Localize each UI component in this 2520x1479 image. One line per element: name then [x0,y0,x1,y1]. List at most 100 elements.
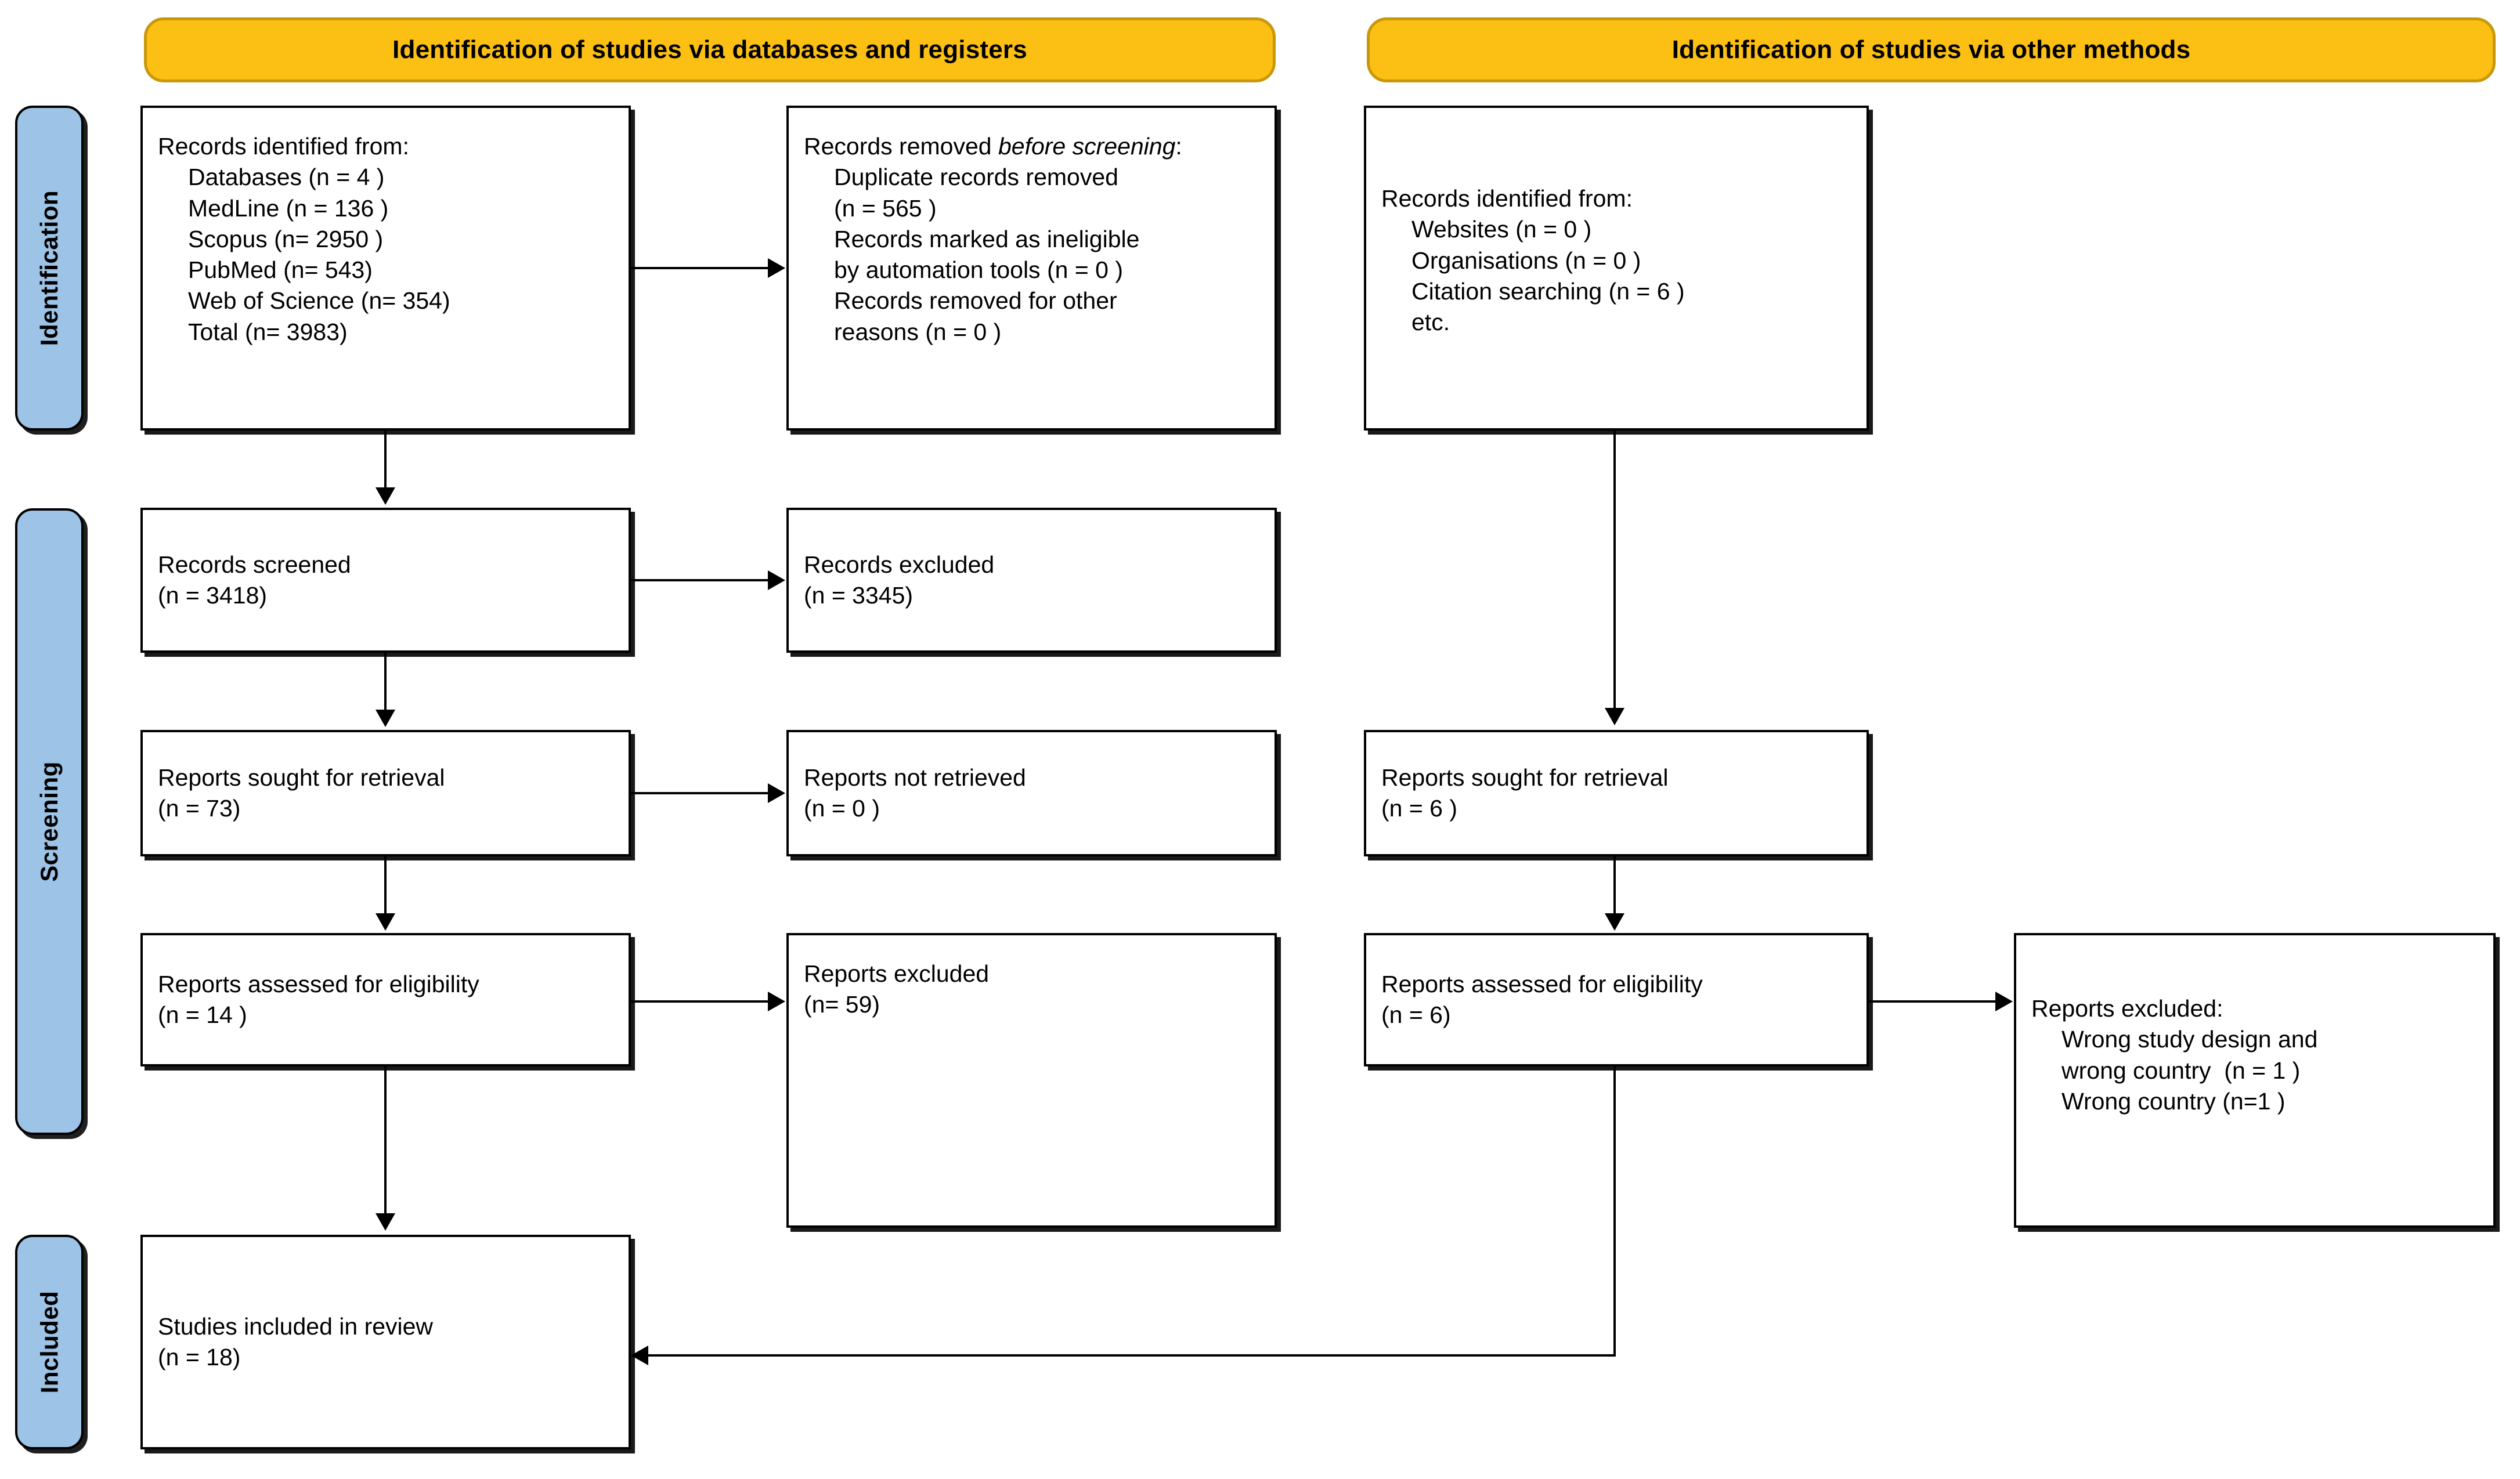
banner-other-methods-label: Identification of studies via other meth… [1671,35,2191,64]
phase-screening-label: Screening [35,761,63,882]
arrowhead-sought-to-notretrieved [768,783,785,803]
box-reports-not-retrieved-db: Reports not retrieved (n = 0 ) [786,730,1277,856]
connector-assessed-to-included [384,1066,387,1214]
reports-excluded-other-line-0: Wrong study design and [2062,1026,2318,1053]
records-removed-title-plain: Records removed [804,133,998,160]
connector-screened-to-sought [384,653,387,711]
arrowhead-other-sought-to-assessed [1605,913,1624,931]
box-reports-assessed-other-text: Reports assessed for eligibility (n = 6) [1381,969,1703,1031]
connector-identified-to-removed [631,267,769,269]
box-records-identified: Records identified from: Databases (n = … [140,106,631,431]
reports-excluded-other-line-1: wrong country (n = 1 ) [2062,1057,2301,1084]
connector-other-sought-to-assessed [1613,856,1616,914]
reports-sought-other-line1: Reports sought for retrieval [1381,764,1669,791]
reports-not-retrieved-db-line2: (n = 0 ) [804,795,880,822]
connector-other-assessed-to-excluded [1869,1000,1996,1003]
box-reports-assessed-other: Reports assessed for eligibility (n = 6) [1364,933,1869,1066]
records-removed-line-4: Records removed for other [834,287,1117,314]
arrowhead-screened-to-excluded [768,570,785,590]
records-identified-other-title: Records identified from: [1381,185,1633,212]
reports-sought-db-line2: (n = 73) [158,795,241,822]
records-removed-line-2: Records marked as ineligible [834,225,1140,252]
arrowhead-other-to-included [631,1346,648,1365]
box-records-identified-other-text: Records identified from: Websites (n = 0… [1381,131,1685,338]
records-removed-title-italic: before screening [998,133,1176,160]
connector-screened-to-excluded [631,579,769,581]
box-reports-assessed-db: Reports assessed for eligibility (n = 14… [140,933,631,1066]
arrowhead-other-assessed-to-excluded [1995,992,2013,1011]
arrowhead-sought-to-assessed [376,913,395,931]
reports-not-retrieved-db-line1: Reports not retrieved [804,764,1026,791]
records-removed-line-1: (n = 565 ) [834,194,937,222]
records-removed-line-3: by automation tools (n = 0 ) [834,256,1123,284]
reports-excluded-other-line-2: Wrong country (n=1 ) [2062,1087,2286,1115]
records-identified-other-line-0: Websites (n = 0 ) [1411,216,1592,243]
reports-excluded-db-line2: (n= 59) [804,991,880,1018]
arrowhead-screened-to-sought [376,710,395,727]
arrowhead-other-identified-to-sought [1605,708,1624,725]
phase-included-label: Included [35,1290,63,1394]
phase-screening: Screening [15,508,84,1135]
box-studies-included: Studies included in review (n = 18) [140,1235,631,1449]
banner-databases-registers: Identification of studies via databases … [144,17,1276,82]
box-studies-included-text: Studies included in review (n = 18) [158,1311,433,1373]
records-screened-line1: Records screened [158,551,351,578]
box-reports-excluded-db-text: Reports excluded (n= 59) [804,959,989,1021]
banner-other-methods: Identification of studies via other meth… [1367,17,2496,82]
box-reports-assessed-db-text: Reports assessed for eligibility (n = 14… [158,969,479,1031]
records-identified-other-line-1: Organisations (n = 0 ) [1411,247,1641,274]
connector-other-to-included [647,1354,1616,1357]
box-reports-sought-other: Reports sought for retrieval (n = 6 ) [1364,730,1869,856]
box-reports-excluded-other: Reports excluded: Wrong study design and… [2014,933,2496,1228]
connector-sought-to-assessed [384,856,387,914]
records-identified-line-4: Web of Science (n= 354) [188,287,450,314]
records-identified-other-line-3: etc. [1411,309,1450,336]
arrowhead-assessed-to-excluded-db [768,992,785,1011]
box-records-removed-text: Records removed before screening: Duplic… [804,131,1182,348]
box-reports-sought-db: Reports sought for retrieval (n = 73) [140,730,631,856]
box-records-removed: Records removed before screening: Duplic… [786,106,1277,431]
box-records-excluded: Records excluded (n = 3345) [786,508,1277,653]
reports-assessed-other-line1: Reports assessed for eligibility [1381,970,1703,997]
box-records-screened-text: Records screened (n = 3418) [158,549,351,612]
box-records-excluded-text: Records excluded (n = 3345) [804,549,994,612]
box-records-identified-text: Records identified from: Databases (n = … [158,131,450,348]
reports-sought-other-line2: (n = 6 ) [1381,795,1458,822]
records-identified-other-line-2: Citation searching (n = 6 ) [1411,277,1685,305]
reports-assessed-db-line2: (n = 14 ) [158,1001,247,1028]
studies-included-line1: Studies included in review [158,1312,434,1340]
connector-identified-to-screened [384,431,387,489]
arrowhead-identified-to-screened [376,487,395,505]
records-removed-title-suffix: : [1175,133,1182,160]
phase-included: Included [15,1235,84,1449]
reports-assessed-db-line1: Reports assessed for eligibility [158,970,479,997]
records-removed-line-5: reasons (n = 0 ) [834,318,1002,345]
arrowhead-identified-to-removed [768,258,785,278]
connector-sought-to-notretrieved [631,792,769,794]
connector-assessed-to-excluded-db [631,1000,769,1003]
box-reports-not-retrieved-db-text: Reports not retrieved (n = 0 ) [804,762,1026,825]
records-identified-line-0: Databases (n = 4 ) [188,164,385,191]
studies-included-line2: (n = 18) [158,1344,241,1370]
reports-assessed-other-line2: (n = 6) [1381,1001,1451,1028]
records-identified-title: Records identified from: [158,133,409,160]
records-identified-line-2: Scopus (n= 2950 ) [188,225,384,252]
box-reports-excluded-db: Reports excluded (n= 59) [786,933,1277,1228]
box-reports-excluded-other-text: Reports excluded: Wrong study design and… [2031,959,2317,1117]
records-excluded-line2: (n = 3345) [804,582,914,609]
box-reports-sought-other-text: Reports sought for retrieval (n = 6 ) [1381,762,1669,825]
records-excluded-line1: Records excluded [804,551,995,578]
reports-excluded-db-line1: Reports excluded [804,960,990,987]
reports-sought-db-line1: Reports sought for retrieval [158,764,445,791]
phase-identification: Identification [15,106,84,431]
box-reports-sought-db-text: Reports sought for retrieval (n = 73) [158,762,445,825]
records-screened-line2: (n = 3418) [158,582,268,609]
connector-other-assessed-down [1613,1066,1616,1357]
box-records-screened: Records screened (n = 3418) [140,508,631,653]
banner-databases-registers-label: Identification of studies via databases … [392,35,1027,64]
records-identified-line-1: MedLine (n = 136 ) [188,194,389,222]
reports-excluded-other-title: Reports excluded: [2031,995,2223,1022]
records-removed-line-0: Duplicate records removed [834,164,1118,191]
records-identified-line-5: Total (n= 3983) [188,318,348,345]
